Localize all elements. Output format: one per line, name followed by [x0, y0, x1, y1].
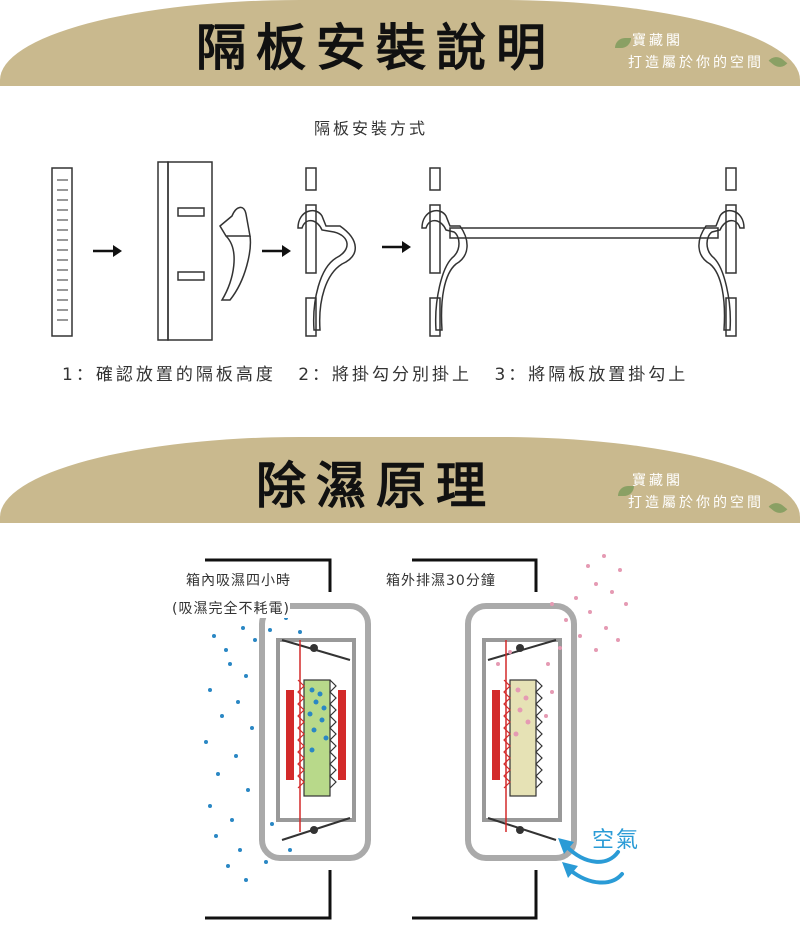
leaf-icon [615, 38, 631, 48]
arrow-right-icon [262, 245, 291, 257]
banner-dehumidify [0, 437, 800, 523]
panel-drawing [157, 161, 213, 341]
step-1-text: 1：確認放置的隔板高度 [62, 365, 276, 385]
dehumidifier-outside [465, 603, 577, 861]
brand-logo: 寶藏閣 打造屬於你的空間 [628, 30, 764, 74]
installation-title: 隔板安裝說明 [196, 19, 556, 77]
brand-name: 寶藏閣 [632, 473, 683, 489]
moisture-dots-pink [496, 554, 628, 718]
installation-diagram [51, 161, 745, 341]
step-2-text: 2：將掛勾分別掛上 [298, 365, 473, 385]
label-inside-absorb: 箱內吸濕四小時 [186, 570, 291, 590]
cabinet-wall-left [205, 558, 332, 920]
air-label: 空氣 [592, 828, 641, 853]
dehumidify-title: 除濕原理 [256, 457, 496, 515]
dehumidifier-inside [259, 603, 371, 861]
airflow-arrow-icon [558, 838, 624, 885]
shelf-placed-drawing [421, 167, 745, 337]
banner-installation [0, 0, 800, 86]
arrow-right-icon [93, 245, 122, 257]
wall-rail-drawing [51, 167, 73, 337]
arrow-right-icon [382, 241, 411, 253]
leaf-icon [618, 486, 634, 496]
step-3-text: 3：將隔板放置掛勾上 [494, 365, 689, 385]
hooks-hanging-drawing [297, 167, 356, 337]
installation-subtitle: 隔板安裝方式 [314, 119, 429, 138]
brand-name: 寶藏閣 [632, 33, 683, 49]
label-outside-exhaust: 箱外排濕30分鐘 [386, 570, 496, 590]
brand-logo: 寶藏閣 打造屬於你的空間 [628, 470, 764, 514]
brand-slogan: 打造屬於你的空間 [628, 55, 764, 71]
label-inside-no-power: (吸濕完全不耗電) [172, 598, 290, 618]
cabinet-wall-right [412, 558, 538, 920]
brand-slogan: 打造屬於你的空間 [628, 495, 764, 511]
installation-steps: 1：確認放置的隔板高度 2：將掛勾分別掛上 3：將隔板放置掛勾上 [62, 360, 702, 385]
hook-drawing [219, 206, 252, 301]
